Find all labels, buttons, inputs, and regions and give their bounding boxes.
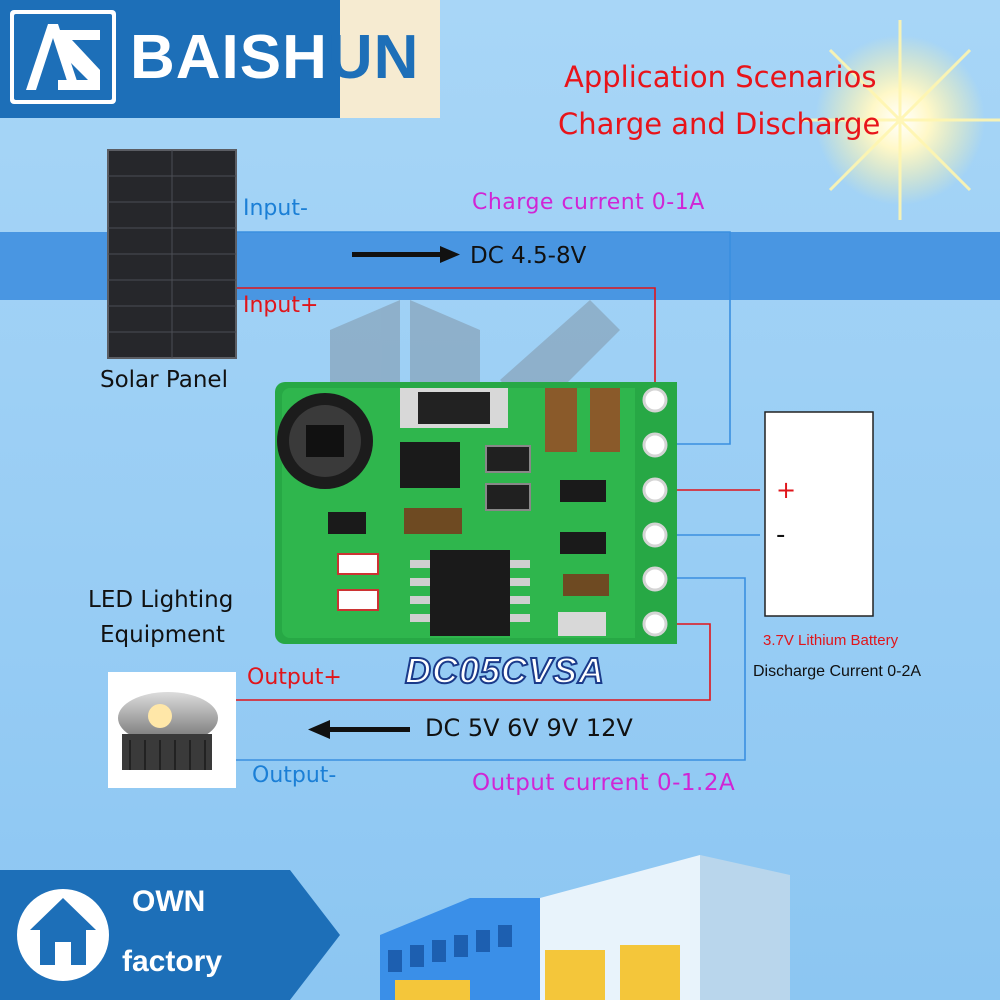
pcb-module [275,382,677,644]
input-negative-label: Input- [243,196,308,221]
title-line2: Charge and Discharge [558,107,881,141]
solar-panel-label: Solar Panel [100,367,228,393]
positive-wires [236,287,760,701]
brand-name-part1: BAISH [130,23,328,92]
module-model-label: DC05CVSA [404,649,606,692]
led-label-line2: Equipment [100,622,225,648]
factory-badge [0,870,340,1000]
input-positive-label: Input+ [243,293,319,318]
led-lamp [108,672,236,788]
output-arrow [308,720,410,739]
factory-badge-line1: OWN [132,885,206,918]
led-label-line1: LED Lighting [88,587,234,613]
brand-name-part2: UN [327,23,420,92]
sun-icon [800,20,1000,220]
battery-name-label: 3.7V Lithium Battery [763,632,899,649]
output-voltage-label: DC 5V 6V 9V 12V [425,714,633,742]
logo [0,0,440,118]
output-negative-label: Output- [252,763,337,788]
battery-plus-label: + [776,476,797,504]
home-icon [30,898,96,965]
title-line1: Application Scenarios [564,60,877,94]
discharge-current-label: Discharge Current 0-2A [753,663,922,680]
output-positive-label: Output+ [247,665,342,690]
battery-minus-label: - [776,520,786,550]
negative-wires [236,231,760,761]
factory-badge-line2: factory [122,945,223,978]
brand-name: BAISHUN [130,22,419,93]
input-arrow [352,246,460,263]
solar-panel [107,149,237,359]
battery-symbol [764,411,874,617]
charge-current-label: Charge current 0-1A [472,190,705,215]
output-current-label: Output current 0-1.2A [472,770,736,796]
input-voltage-label: DC 4.5-8V [470,243,587,269]
factory-building [380,855,790,1000]
